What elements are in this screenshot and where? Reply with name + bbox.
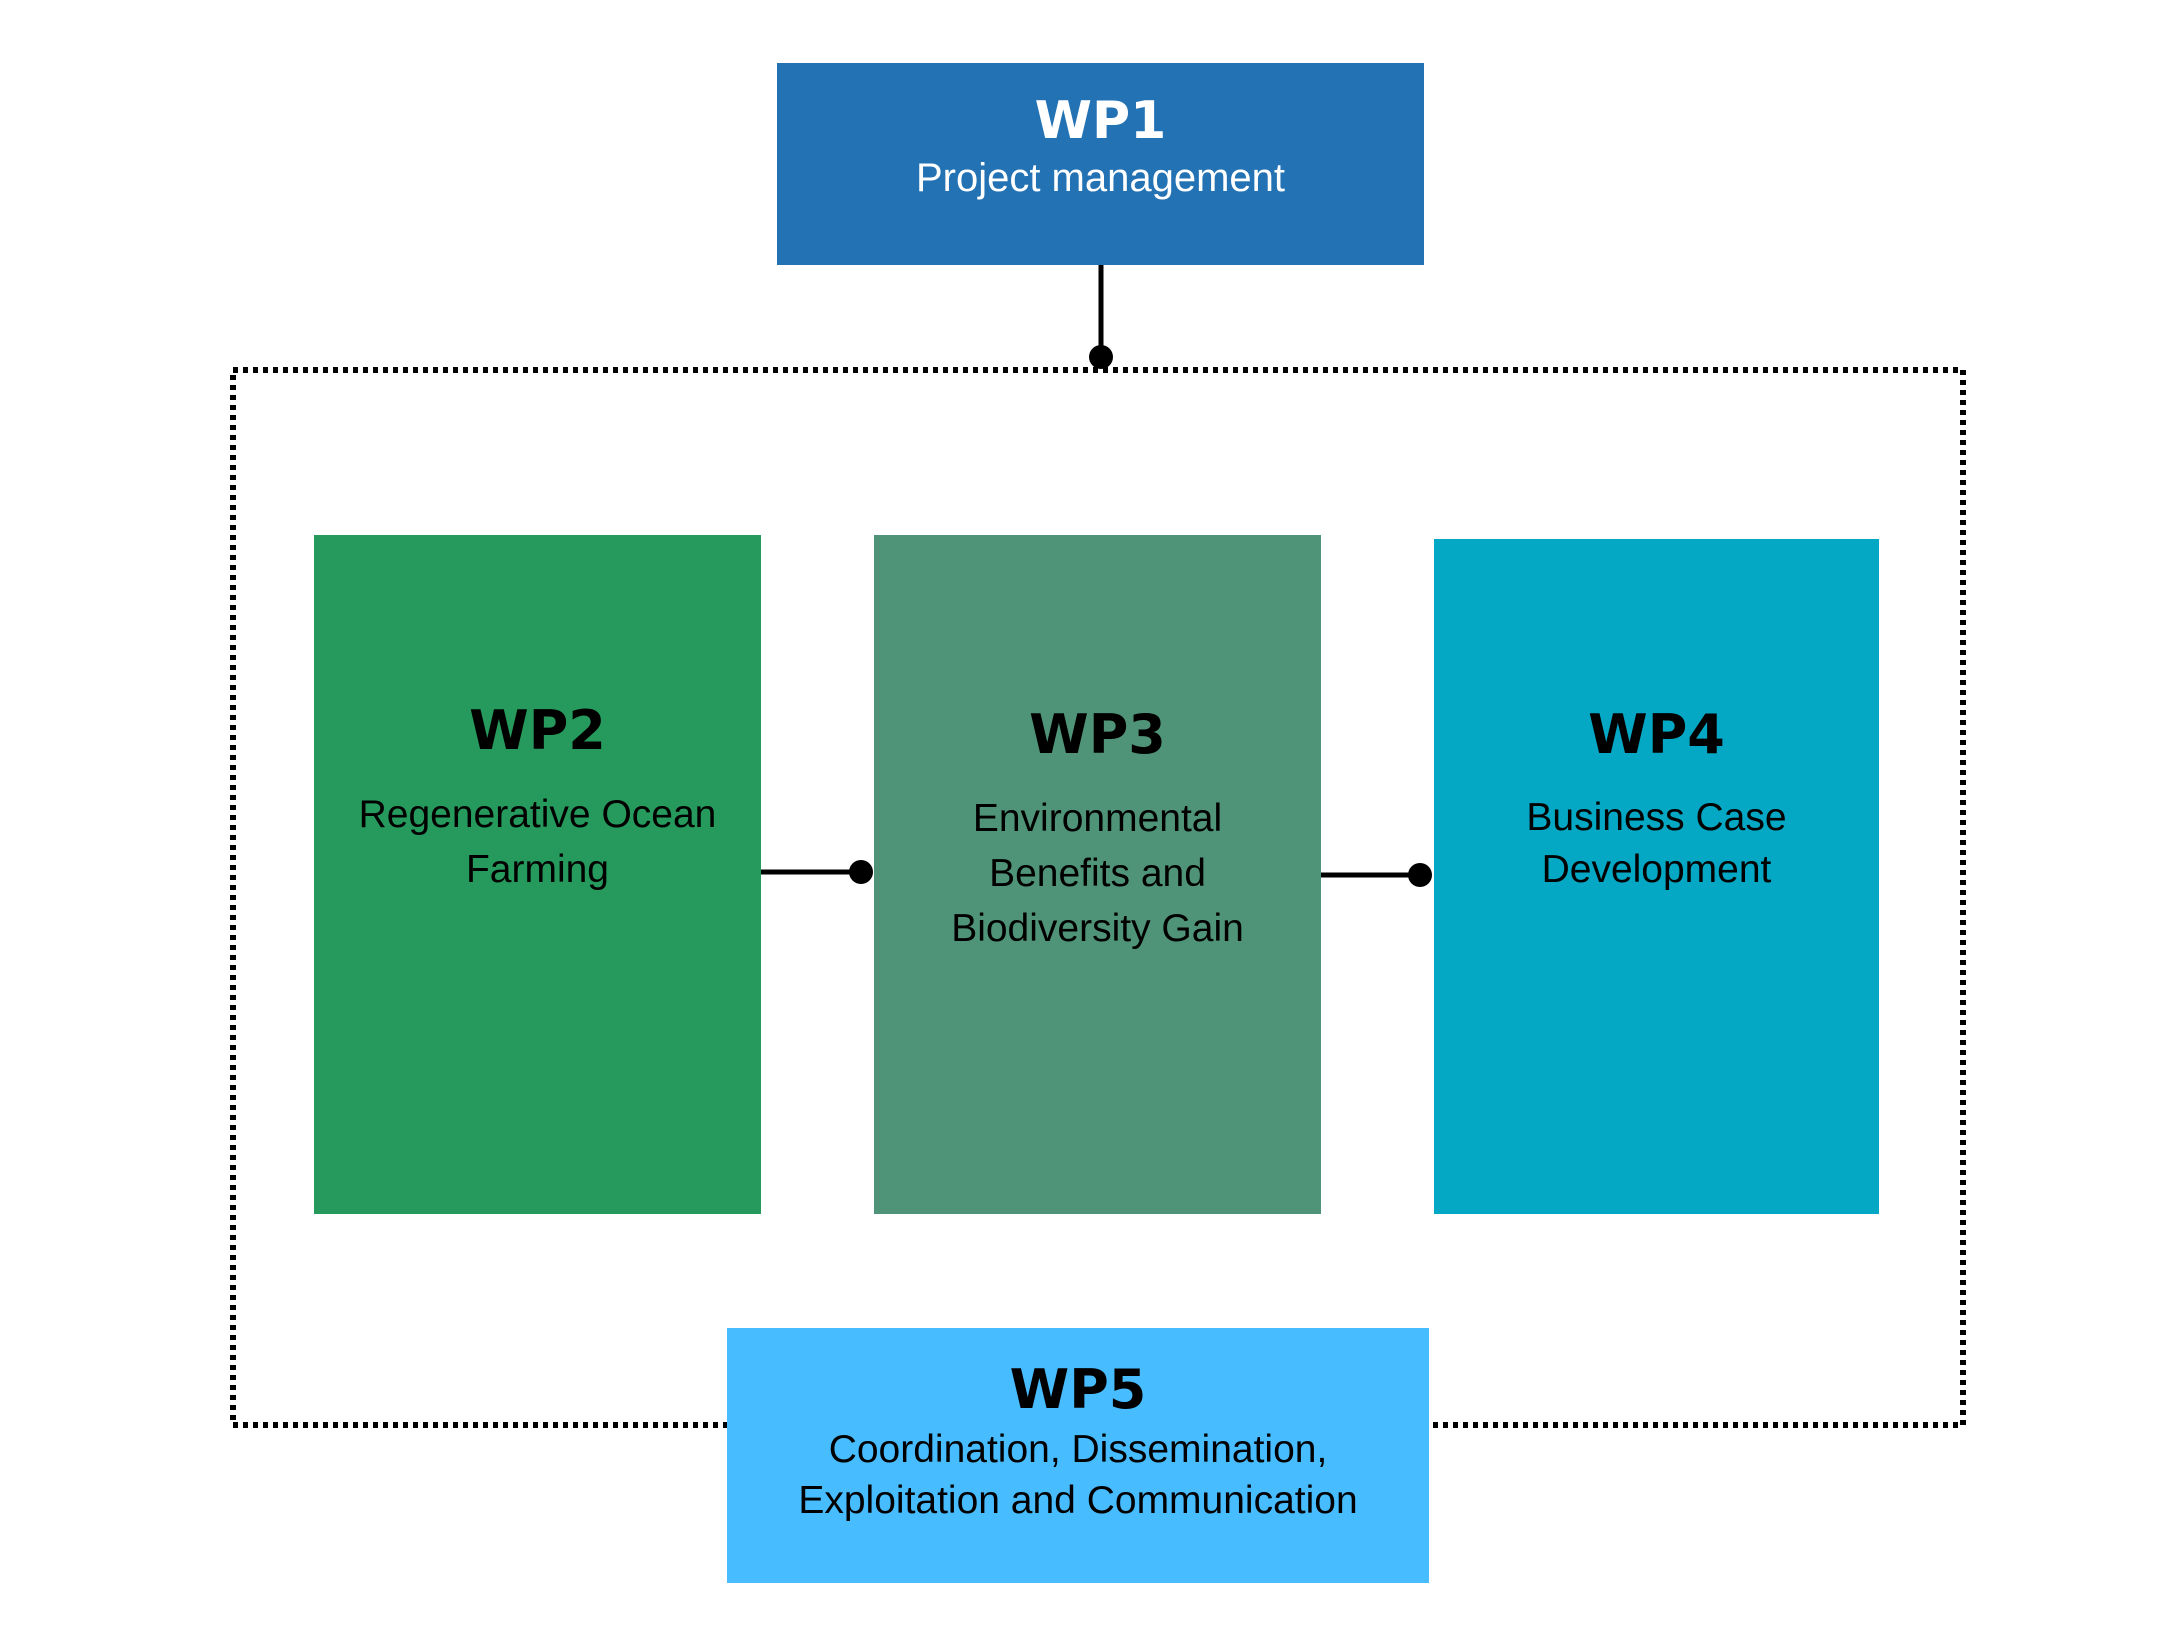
- wp1-box: WP1 Project management: [777, 63, 1424, 265]
- wp2-wp3-connector-dot: [849, 860, 873, 884]
- wp2-box: WP2 Regenerative Ocean Farming: [314, 535, 761, 1214]
- wp3-code: WP3: [1029, 703, 1166, 766]
- wp1-label: Project management: [915, 156, 1286, 201]
- wp3-wp4-connector-dot: [1408, 863, 1432, 887]
- wp4-code: WP4: [1588, 703, 1725, 766]
- wp5-code: WP5: [1009, 1358, 1147, 1421]
- wp1-code: WP1: [1034, 91, 1167, 151]
- wp5-label: Coordination, Dissemination, Exploitatio…: [798, 1428, 1358, 1523]
- wp1-connector-dot: [1089, 345, 1113, 369]
- wp2-code: WP2: [469, 699, 606, 762]
- wp2-label: Regenerative Ocean Farming: [358, 793, 717, 891]
- wp3-label: Environmental Benefits and Biodiversity …: [951, 797, 1244, 950]
- wp3-box: WP3 Environmental Benefits and Biodivers…: [874, 535, 1321, 1214]
- wp4-box: WP4 Business Case Development: [1434, 539, 1879, 1214]
- wp5-box: WP5 Coordination, Dissemination, Exploit…: [727, 1328, 1429, 1583]
- wp4-label: Business Case Development: [1526, 796, 1787, 891]
